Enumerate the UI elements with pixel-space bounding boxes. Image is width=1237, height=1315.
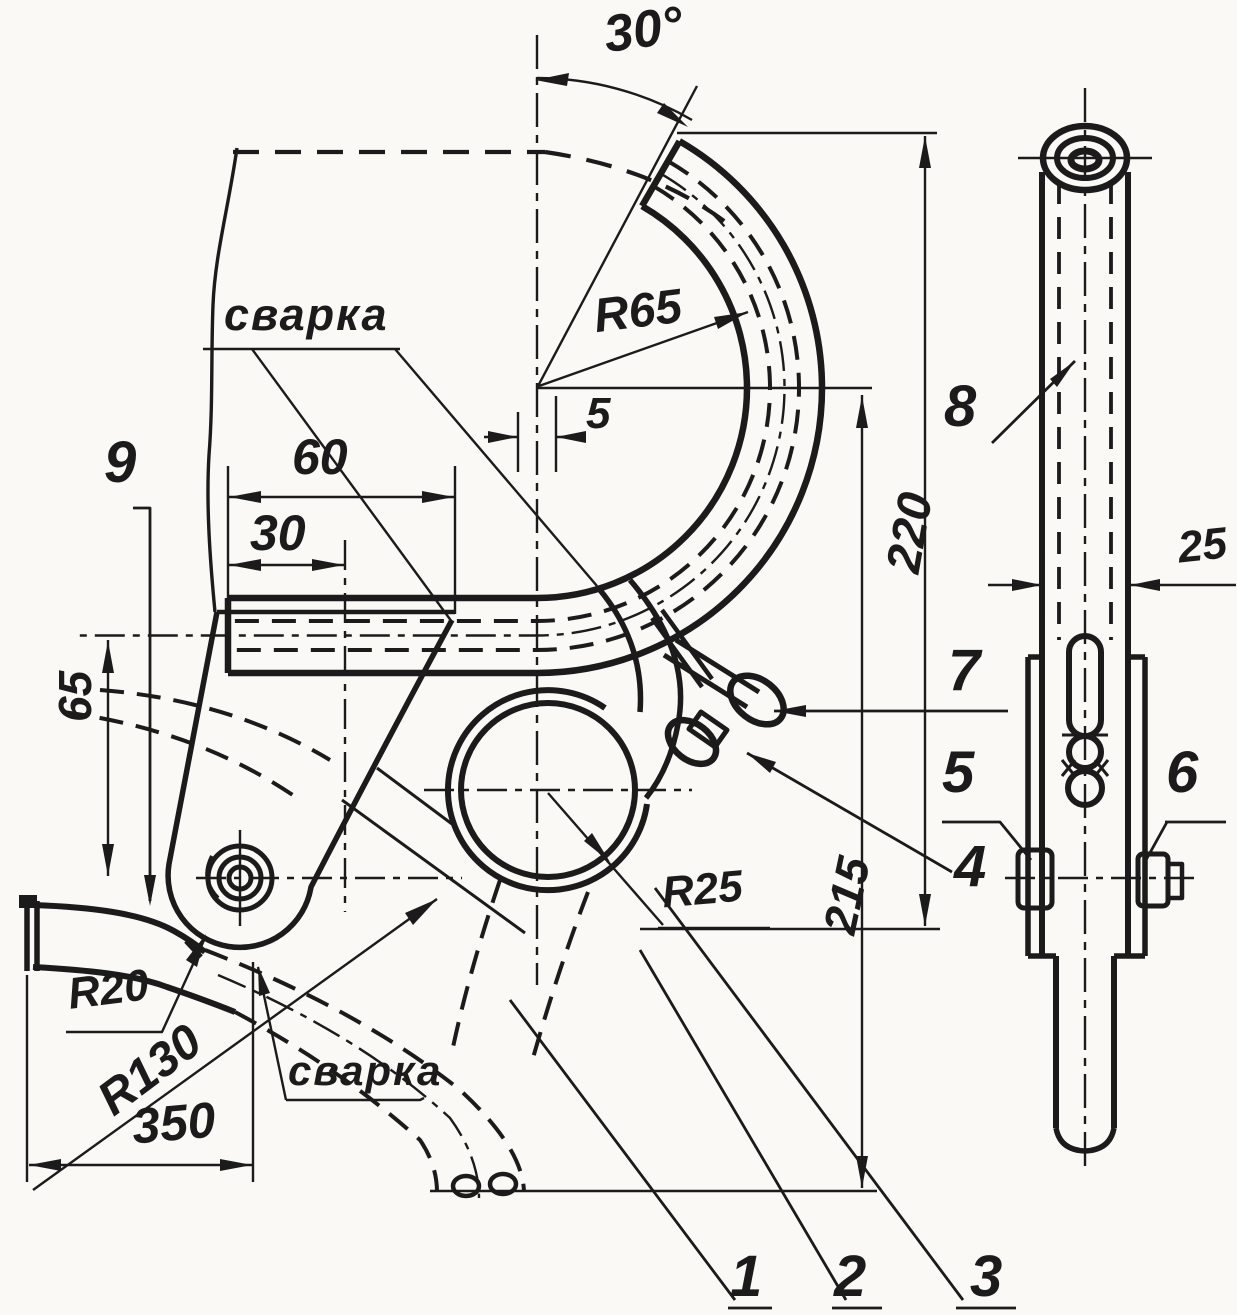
column-centerline — [217, 973, 481, 1199]
handlebar-loop — [75, 138, 826, 677]
stem-clamp — [445, 578, 787, 894]
dim-r20: R20 — [65, 960, 152, 1019]
callout-2: 2 — [834, 1244, 867, 1309]
dim-30: 30 — [250, 505, 306, 561]
dim-r25: R25 — [659, 861, 745, 918]
callout-3: 3 — [970, 1244, 1003, 1309]
dim-25: 25 — [1175, 518, 1230, 573]
break-line — [206, 147, 239, 613]
column-break-mark — [450, 1171, 519, 1199]
callout-7: 7 — [948, 638, 981, 703]
callout-leaders — [133, 360, 1226, 1310]
dim-65: 65 — [49, 670, 101, 722]
weld-label-bottom: сварка — [288, 1047, 443, 1094]
dim-60: 60 — [292, 429, 348, 485]
dim-r65: R65 — [591, 279, 685, 344]
dim-angle-30deg: 30° — [600, 0, 687, 65]
callout-8: 8 — [944, 374, 977, 439]
center-lines — [196, 35, 872, 985]
dim-offset-5: 5 — [586, 389, 611, 438]
callout-5: 5 — [942, 740, 975, 805]
callout-6: 6 — [1166, 740, 1199, 805]
callout-1: 1 — [730, 1244, 763, 1309]
weld-label-top: сварка — [224, 289, 389, 340]
arrowheads — [29, 73, 1160, 1188]
side-view — [988, 88, 1236, 1172]
callout-9: 9 — [104, 430, 137, 495]
callout-4: 4 — [954, 834, 987, 899]
hinge-bracket — [165, 609, 526, 951]
dim-350: 350 — [129, 1091, 218, 1155]
